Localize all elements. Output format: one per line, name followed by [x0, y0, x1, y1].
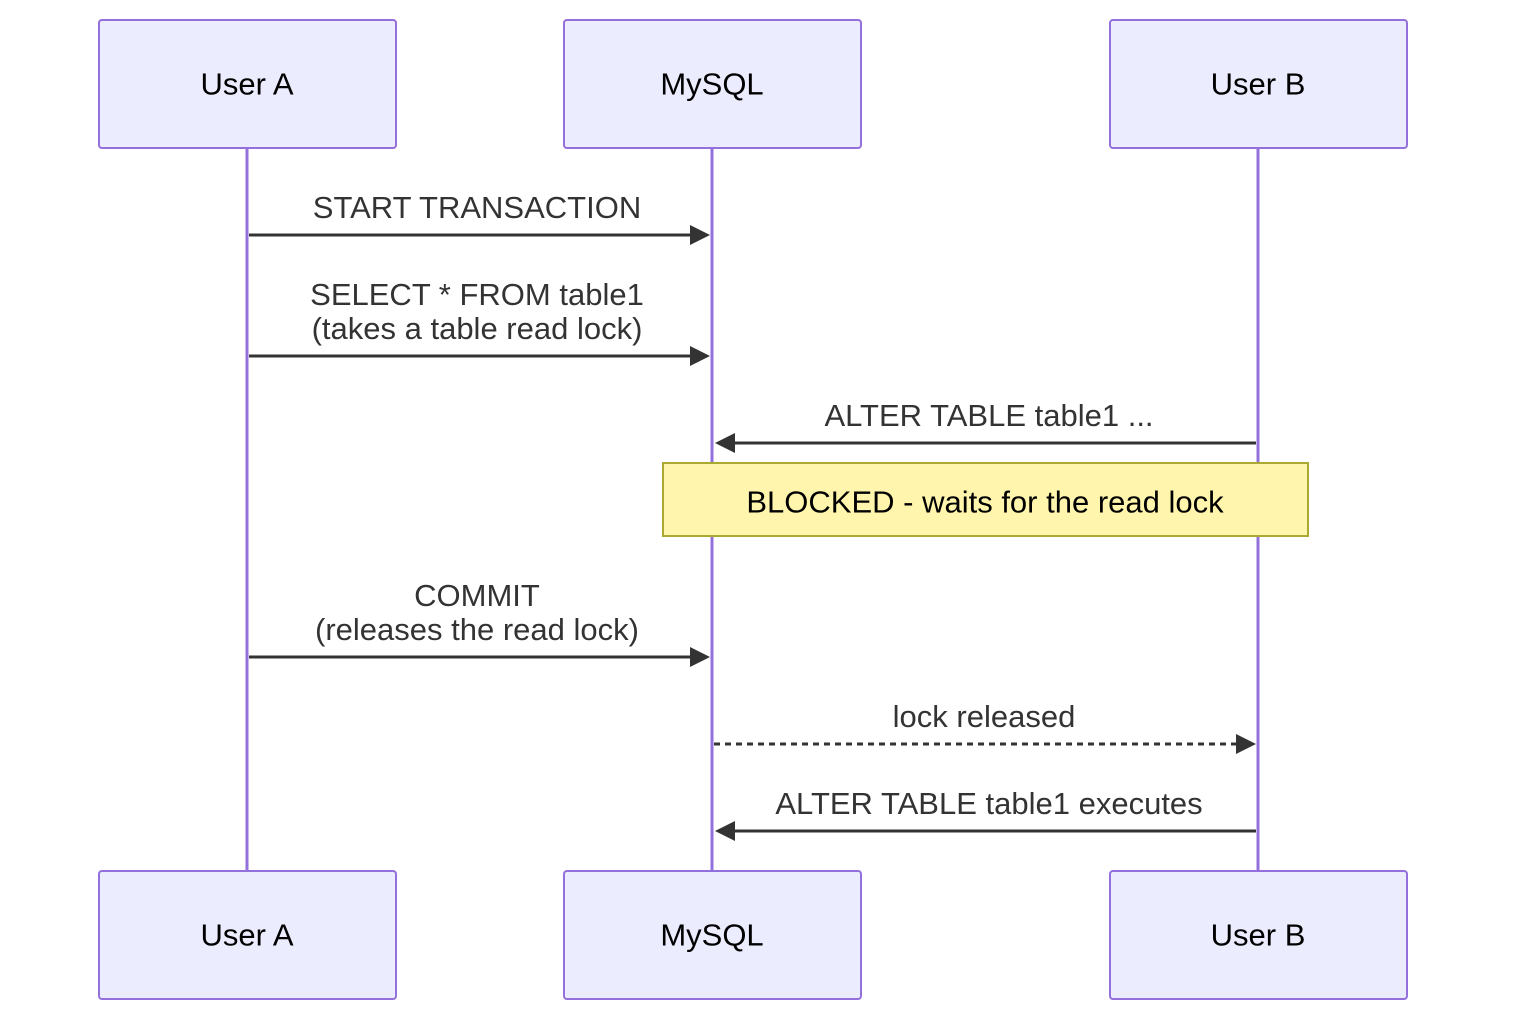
actor-box	[98, 870, 397, 1000]
actor-label: User B	[1211, 918, 1306, 953]
actor-label: User B	[1211, 67, 1306, 102]
message-lock-released: lock released	[714, 699, 1256, 754]
message-label-line-1: COMMIT	[414, 578, 540, 613]
arrowhead	[715, 433, 735, 453]
arrowhead	[690, 346, 710, 366]
message-label: ALTER TABLE table1 executes	[775, 786, 1202, 821]
message-label-line-2: (takes a table read lock)	[312, 311, 643, 346]
message-label: START TRANSACTION	[313, 190, 641, 225]
arrowhead	[715, 821, 735, 841]
note-blocked: BLOCKED - waits for the read lock	[662, 462, 1309, 537]
actor-top-mysql: MySQL	[563, 19, 862, 149]
arrowhead	[690, 225, 710, 245]
arrowhead	[1236, 734, 1256, 754]
note-label: BLOCKED - waits for the read lock	[746, 485, 1224, 520]
actor-bottom-user-b: User B	[1109, 870, 1408, 1000]
message-start-transaction: START TRANSACTION	[249, 190, 710, 245]
actor-bottom-mysql: MySQL	[563, 870, 862, 1000]
actor-top-user-a: User A	[98, 19, 397, 149]
message-label-line-2: (releases the read lock)	[315, 612, 639, 647]
actor-label: User A	[200, 918, 293, 953]
note-box	[662, 462, 1309, 537]
actor-label: MySQL	[660, 918, 763, 953]
message-alter-executes: ALTER TABLE table1 executes	[715, 786, 1256, 841]
actor-top-user-b: User B	[1109, 19, 1408, 149]
actor-label: MySQL	[660, 67, 763, 102]
message-label: ALTER TABLE table1 ...	[824, 398, 1153, 433]
message-label-line-1: SELECT * FROM table1	[310, 277, 644, 312]
actor-bottom-user-a: User A	[98, 870, 397, 1000]
actor-box	[98, 19, 397, 149]
actor-box	[563, 870, 862, 1000]
message-select: SELECT * FROM table1 (takes a table read…	[249, 277, 710, 366]
message-label: lock released	[893, 699, 1076, 734]
actor-box	[563, 19, 862, 149]
message-commit: COMMIT (releases the read lock)	[249, 578, 710, 667]
message-alter-table: ALTER TABLE table1 ...	[715, 398, 1256, 453]
actor-label: User A	[200, 67, 293, 102]
actor-box	[1109, 19, 1408, 149]
arrowhead	[690, 647, 710, 667]
actor-box	[1109, 870, 1408, 1000]
